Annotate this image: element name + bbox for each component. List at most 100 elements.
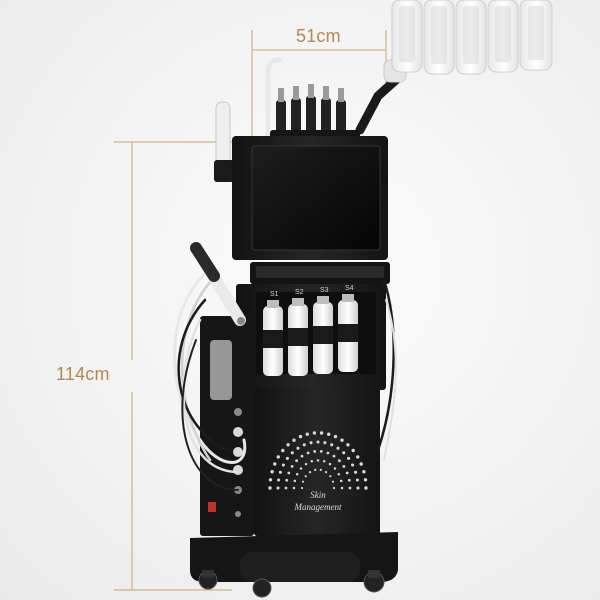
speaker-dot (306, 451, 310, 455)
speaker-dot (316, 459, 320, 462)
speaker-dot (314, 468, 317, 471)
speaker-dot (329, 475, 332, 478)
speaker-dot (284, 486, 288, 490)
speaker-dot (278, 470, 282, 474)
speaker-dot (300, 454, 304, 458)
speaker-dot (340, 438, 344, 442)
speaker-dot (286, 443, 290, 447)
bottles (263, 294, 358, 376)
speaker-dot (331, 480, 335, 483)
speaker-dot (356, 455, 360, 459)
speaker-dot (313, 450, 317, 453)
speaker-dot (351, 448, 355, 453)
bottle-label: S4 (345, 285, 354, 292)
speaker-dot (355, 478, 359, 482)
speaker-dot (333, 467, 337, 470)
panel-text: Management (294, 502, 342, 512)
handpiece-holders (265, 57, 360, 142)
speaker-dot (295, 472, 299, 476)
speaker-dot (300, 486, 304, 490)
speaker-dot (347, 456, 351, 460)
speaker-dot (293, 479, 297, 483)
bottle-4 (338, 294, 358, 372)
pen-handpiece (190, 242, 246, 326)
cables (173, 268, 397, 491)
speaker-dot (330, 443, 334, 447)
speaker-dot (337, 472, 341, 476)
bottle-label: S3 (320, 287, 329, 294)
speaker-dot (276, 486, 280, 490)
speaker-dot (290, 451, 294, 455)
speaker-dot (351, 463, 355, 467)
speaker-dot (339, 479, 343, 483)
side-handpiece (214, 101, 234, 182)
speaker-dot (348, 486, 352, 490)
speaker-dot (305, 432, 309, 436)
speaker-dot (309, 441, 313, 445)
speaker-dot (345, 471, 349, 475)
speaker-dot (356, 486, 360, 490)
speaker-dot (281, 448, 285, 453)
speaker-dot (292, 486, 296, 490)
speaker-dot (268, 486, 272, 490)
speaker-dot (328, 462, 332, 466)
tray (250, 262, 390, 284)
height-dimension (114, 141, 232, 591)
speaker-dot (319, 450, 323, 453)
speaker-dot (273, 462, 277, 466)
width-label: 51cm (296, 26, 341, 46)
speaker-dot (292, 438, 296, 442)
speaker-dot (319, 431, 324, 435)
speaker-dot (304, 462, 308, 466)
speaker-dot (281, 463, 285, 467)
speaker-dot (333, 434, 338, 439)
speaker-dot (308, 471, 312, 474)
screen-housing (232, 136, 388, 260)
speaker-dot (304, 475, 307, 478)
speaker-dot (347, 478, 351, 482)
speaker-dot (285, 456, 289, 460)
speaker-dot (299, 467, 303, 470)
speaker-dot (336, 446, 340, 450)
speaker-dot (359, 462, 363, 466)
height-label: 114cm (56, 364, 110, 384)
machine-base (190, 532, 398, 582)
speaker-dot (332, 486, 336, 490)
speaker-dot (319, 468, 322, 471)
speaker-dot (342, 451, 346, 455)
speaker-dot (323, 441, 327, 445)
speaker-dot (354, 470, 358, 474)
speaker-dot (268, 478, 273, 482)
bottle-label: S2 (295, 289, 304, 296)
speaker-dot (322, 460, 326, 463)
speaker-dot (301, 480, 305, 483)
bottle-1 (263, 300, 283, 376)
speaker-dot (364, 486, 368, 490)
speaker-dot (310, 460, 314, 463)
speaker-dot (362, 470, 366, 474)
speaker-dot (332, 454, 336, 458)
speaker-dot (298, 434, 303, 439)
speaker-dot (327, 432, 331, 436)
bottle-label: S1 (270, 291, 279, 298)
speaker-dot (276, 455, 280, 459)
bottle-compartment (236, 284, 386, 390)
led-panels (391, 0, 553, 75)
speaker-dot (342, 465, 346, 468)
speaker-dot (290, 465, 294, 468)
bottle-3 (313, 296, 333, 374)
speaker-dot (346, 443, 350, 447)
speaker-dot (295, 459, 298, 463)
lower-cabinet (254, 388, 380, 536)
speaker-dot (326, 451, 330, 455)
bottle-2 (288, 298, 308, 376)
speaker-dot (316, 440, 320, 444)
speaker-dot (340, 486, 344, 490)
side-column (200, 316, 254, 536)
wheels (198, 570, 385, 598)
speaker-dot (363, 478, 368, 482)
speaker-dot (338, 459, 341, 463)
speaker-pattern (268, 431, 368, 490)
